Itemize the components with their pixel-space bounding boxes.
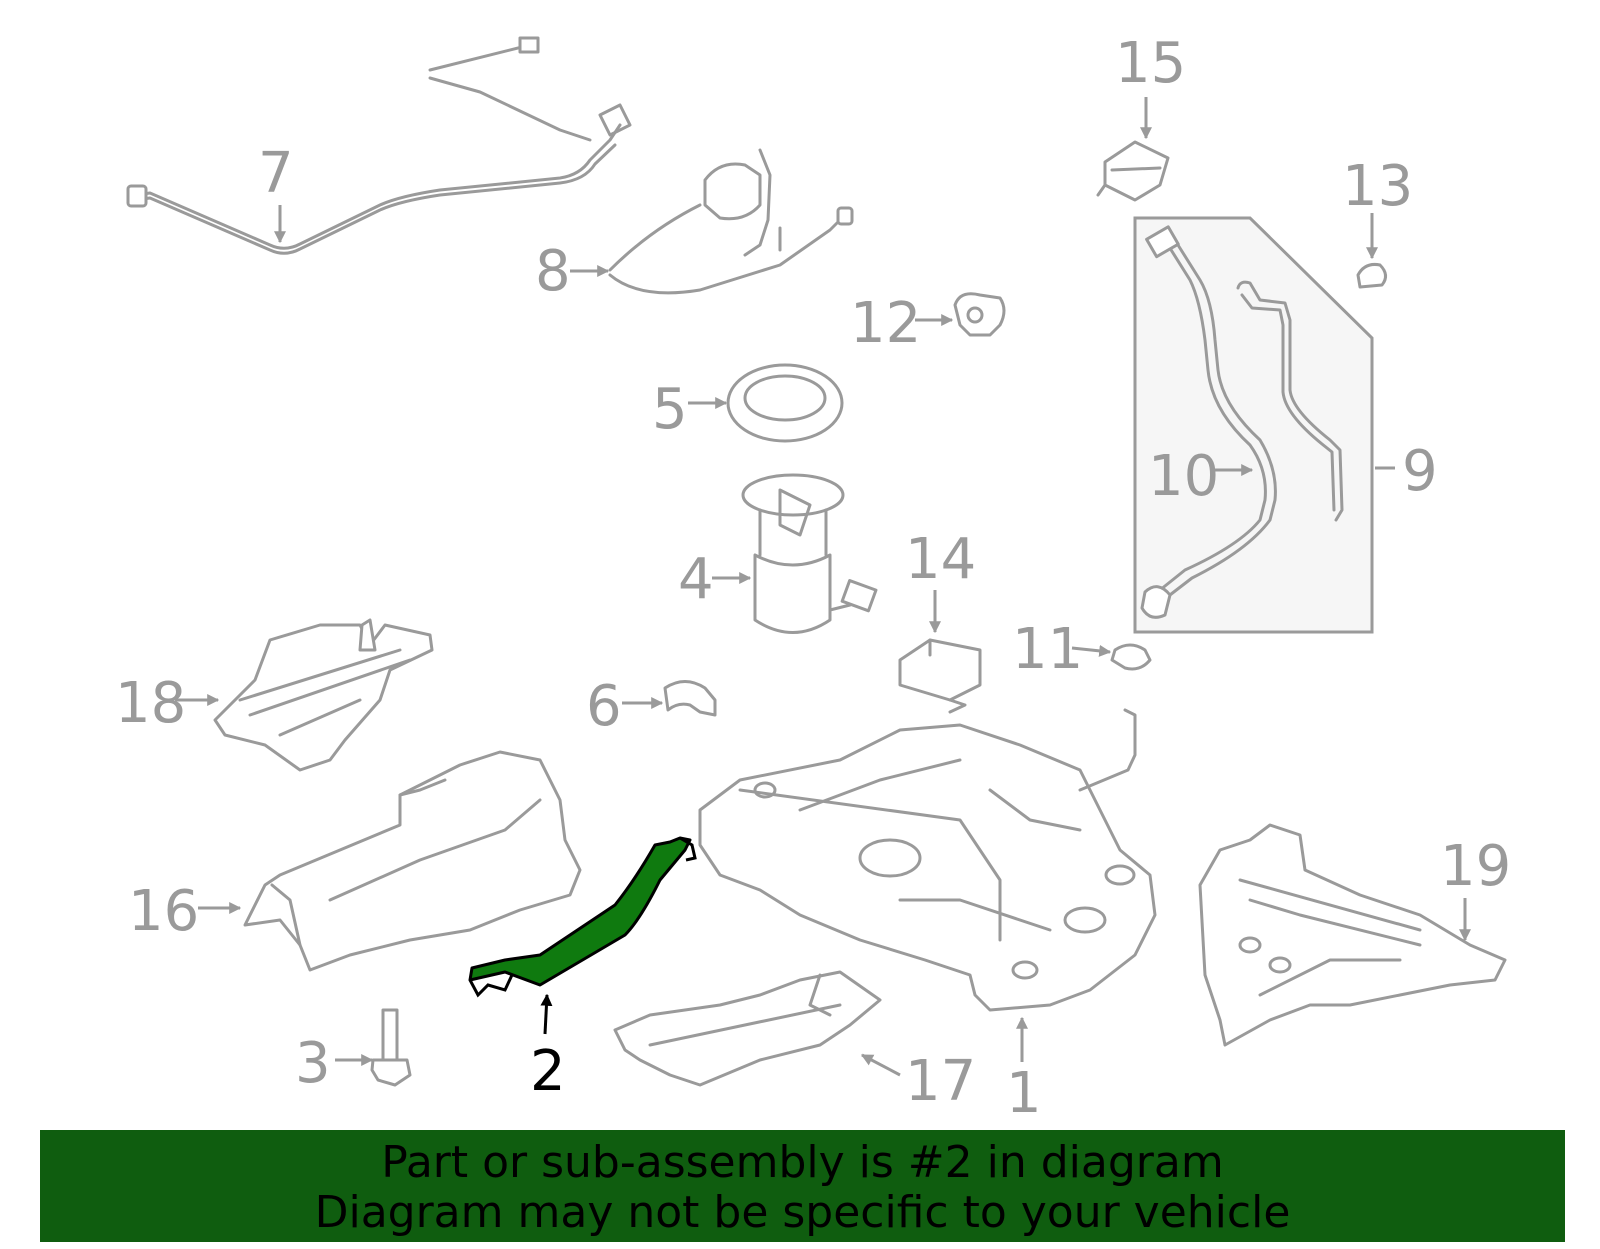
part-7-vapor-line <box>126 36 632 255</box>
callout-3: 3 <box>295 1031 331 1096</box>
callout-1: 1 <box>1006 1061 1042 1126</box>
callout-17: 17 <box>905 1049 976 1114</box>
leader-2 <box>540 993 553 1035</box>
part-6-clamp <box>663 680 717 717</box>
part-1-fuel-tank <box>698 708 1157 1012</box>
part-2-tank-strap <box>468 836 697 998</box>
callout-16: 16 <box>128 879 199 944</box>
callout-8: 8 <box>535 239 571 304</box>
callout-15: 15 <box>1115 31 1186 96</box>
part-12-clip <box>953 292 1006 337</box>
part-5-lock-ring <box>726 363 844 443</box>
leader-11 <box>1071 644 1112 657</box>
callout-19: 19 <box>1440 834 1511 899</box>
part-9-filler-assembly <box>1133 216 1374 634</box>
part-15-cap <box>1096 140 1170 202</box>
callout-11: 11 <box>1012 617 1083 682</box>
callout-13: 13 <box>1342 154 1413 219</box>
part-16-heat-shield <box>243 750 582 972</box>
info-banner: Part or sub-assembly is #2 in diagram Di… <box>40 1130 1565 1242</box>
callout-14: 14 <box>905 527 976 592</box>
callout-10: 10 <box>1148 444 1219 509</box>
callout-9: 9 <box>1402 439 1438 504</box>
part-19-shield <box>1198 823 1507 1047</box>
leader-17 <box>860 1053 901 1077</box>
part-11-grommet <box>1110 643 1152 671</box>
part-8-fuel-filter <box>608 148 854 295</box>
banner-line-part-number: Part or sub-assembly is #2 in diagram <box>381 1137 1224 1188</box>
callout-2: 2 <box>530 1039 566 1104</box>
part-3-bolt <box>370 1008 412 1087</box>
callout-12: 12 <box>850 291 921 356</box>
part-17-shield <box>613 970 882 1087</box>
callout-18: 18 <box>115 671 186 736</box>
callout-7: 7 <box>258 141 294 206</box>
part-18-shield <box>213 618 434 772</box>
part-13-clip <box>1356 263 1387 289</box>
parts-diagram: 7 8 12 5 4 6 14 <box>115 31 1511 1126</box>
callout-5: 5 <box>652 377 688 442</box>
callout-4: 4 <box>678 547 714 612</box>
part-14-module <box>898 638 982 714</box>
banner-line-disclaimer: Diagram may not be specific to your vehi… <box>314 1187 1291 1238</box>
callout-6: 6 <box>586 674 622 739</box>
part-4-fuel-pump <box>741 473 878 634</box>
